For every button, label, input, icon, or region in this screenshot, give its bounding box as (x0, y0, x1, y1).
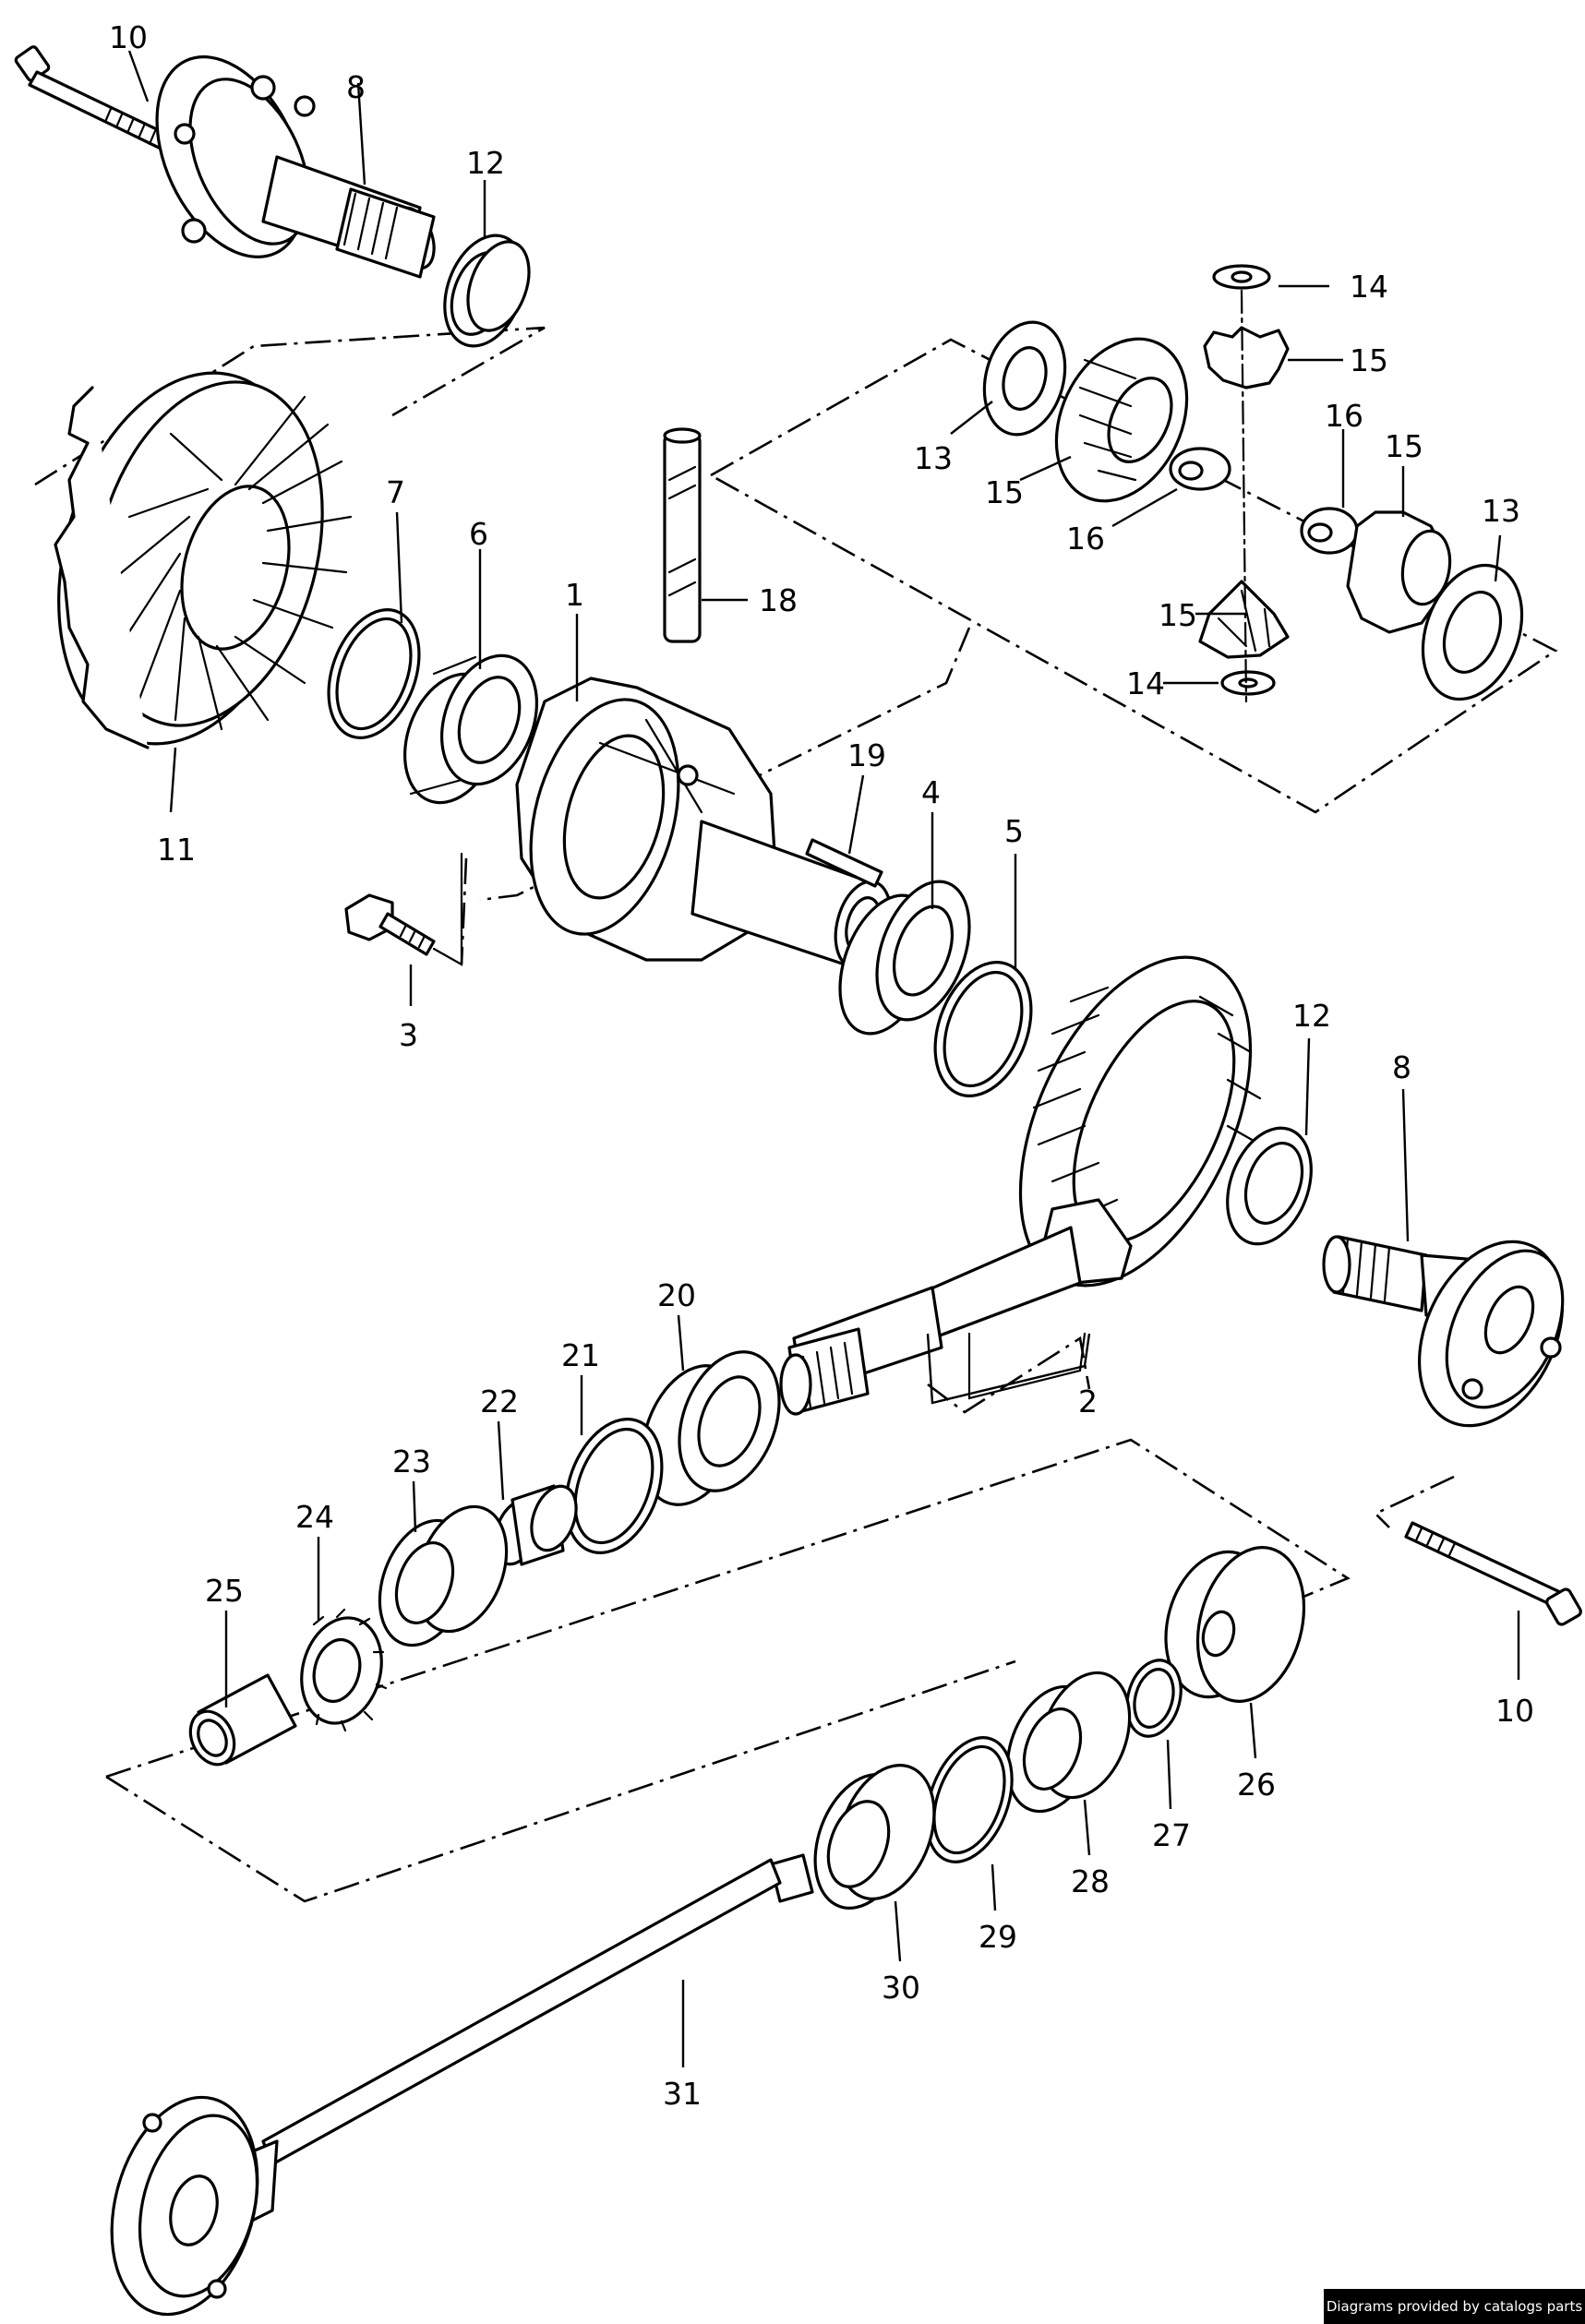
callout-13-right: 13 (1482, 493, 1520, 529)
shim-part-21 (564, 1418, 664, 1554)
callout-5: 5 (1004, 813, 1024, 849)
cover-part-26 (1164, 1546, 1306, 1703)
differential-internals (982, 264, 1524, 703)
callout-10-bottom: 10 (1495, 1693, 1534, 1729)
circlip-part-27 (1125, 1659, 1183, 1738)
callout-31: 31 (663, 2076, 702, 2112)
callout-8-top: 8 (346, 69, 366, 105)
bolt-part-10-top (14, 45, 168, 150)
callout-1: 1 (565, 577, 584, 613)
sleeve-part-25 (188, 1673, 297, 1767)
callout-13-left: 13 (914, 440, 953, 476)
callout-14-bottom: 14 (1126, 665, 1165, 701)
callout-2: 2 (1078, 1384, 1098, 1420)
callout-28: 28 (1071, 1863, 1110, 1899)
callout-24: 24 (295, 1499, 334, 1535)
shim-part-5 (933, 961, 1033, 1097)
oil-seal-part-12-mid (1226, 1126, 1313, 1246)
callout-12-top: 12 (466, 145, 505, 181)
callout-12-mid: 12 (1292, 998, 1331, 1034)
callout-19: 19 (847, 737, 886, 773)
callout-16-b: 16 (1066, 521, 1105, 557)
callout-29: 29 (979, 1919, 1017, 1955)
roll-pin-part-19 (805, 838, 883, 888)
callout-15-d: 15 (1159, 597, 1197, 633)
ball-bearing-part-28 (1005, 1671, 1132, 1814)
circlip-part-29 (925, 1736, 1014, 1863)
callout-15-b: 15 (985, 474, 1024, 510)
gear-part-24 (300, 1608, 388, 1732)
shim-part-7 (327, 608, 421, 739)
differential-case-part-1 (515, 677, 893, 971)
callout-6: 6 (469, 516, 488, 552)
drive-flange-part-8-top (155, 55, 436, 279)
callout-21: 21 (561, 1337, 600, 1373)
oil-seal-part-12-top (443, 234, 531, 348)
callout-16-a: 16 (1325, 398, 1363, 434)
ball-bearing-part-20 (641, 1350, 781, 1506)
grouping-outlines (34, 326, 1558, 1903)
output-shaft-part-31 (110, 1853, 814, 2317)
taper-bearing-part-6 (403, 653, 538, 805)
callout-27: 27 (1152, 1817, 1191, 1853)
callout-3: 3 (399, 1017, 418, 1053)
drive-flange-part-8-mid (1322, 1235, 1565, 1428)
callout-23: 23 (392, 1444, 431, 1479)
differential-shaft-part-18 (663, 427, 702, 643)
callout-14-top: 14 (1350, 269, 1388, 305)
callout-10-top: 10 (109, 19, 148, 55)
callout-8-mid: 8 (1392, 1049, 1411, 1085)
oil-seal-part-30 (813, 1764, 936, 1910)
callout-22: 22 (480, 1384, 519, 1420)
callout-18: 18 (759, 582, 798, 618)
taper-bearing-part-23 (378, 1504, 509, 1647)
callout-26: 26 (1237, 1767, 1276, 1803)
bolt-part-3 (344, 852, 463, 966)
ball-bearing-part-4 (838, 880, 971, 1036)
credit-banner: Diagrams provided by catalogs parts (1324, 2289, 1585, 2324)
bolt-part-10-bottom (1404, 1521, 1582, 1626)
leader-lines (127, 50, 1520, 2067)
housing-cover-part-11 (54, 371, 353, 749)
callout-11: 11 (157, 832, 196, 868)
ring-pinion-part-2 (779, 955, 1262, 1416)
callout-4: 4 (921, 774, 941, 810)
callout-20: 20 (657, 1277, 696, 1313)
spacer-part-22 (493, 1484, 578, 1566)
callout-15-a: 15 (1350, 342, 1388, 378)
callout-labels: 10 8 12 14 15 13 15 16 16 15 13 15 14 7 … (109, 19, 1534, 2112)
callout-25: 25 (205, 1573, 244, 1609)
callout-7: 7 (386, 474, 405, 510)
callout-15-c: 15 (1385, 428, 1423, 464)
callout-30: 30 (882, 1970, 920, 2006)
